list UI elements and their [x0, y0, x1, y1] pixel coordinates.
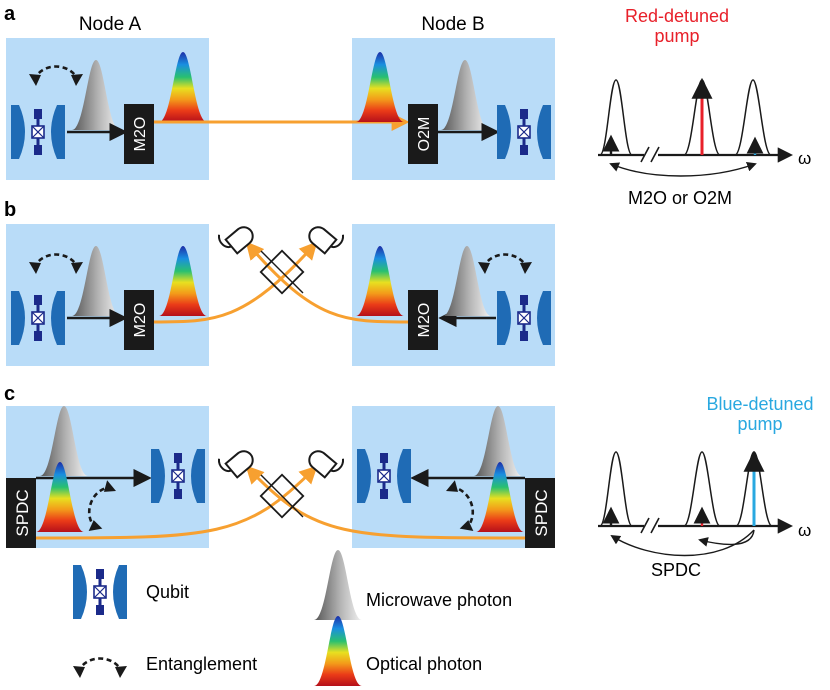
spdc-source-label: SPDC [532, 489, 551, 536]
node-b-label: Node B [421, 14, 484, 35]
spectrum-c-subtitle: pump [737, 414, 782, 434]
qubit-icon [9, 289, 67, 347]
photodetector-icon [304, 440, 347, 482]
omega-axis-label: ω [798, 149, 811, 168]
panel-letter-a: a [4, 3, 16, 25]
qubit-icon [495, 289, 553, 347]
converter-box [408, 290, 438, 350]
spdc-source-box [525, 478, 555, 548]
microwave-photon-icon [314, 550, 362, 620]
spectrum-c-title: Blue-detuned [706, 394, 813, 414]
spectrum-a [598, 77, 794, 177]
qubit-icon [495, 103, 553, 161]
legend-qubit-label: Qubit [146, 582, 189, 602]
converter-label: M2O [416, 303, 433, 338]
converter-box [124, 104, 154, 164]
beam-splitter-network [153, 241, 409, 324]
converter-label: M2O [132, 117, 149, 152]
spectrum-c [598, 450, 794, 557]
panel-letter-c: c [4, 383, 15, 405]
spdc-source-box [6, 478, 36, 548]
beam-splitter-network [35, 465, 526, 540]
spdc-source-label: SPDC [13, 489, 32, 536]
legend-optical-label: Optical photon [366, 654, 482, 674]
qubit-icon [71, 563, 129, 621]
legend-microwave-label: Microwave photon [366, 590, 512, 610]
photodetector-icon [304, 216, 347, 258]
spectrum-a-label: M2O or O2M [628, 188, 732, 208]
qubit-icon [149, 447, 207, 505]
converter-box [124, 290, 154, 350]
photodetector-icon [215, 216, 258, 258]
converter-label: M2O [132, 303, 149, 338]
converter-label: O2M [416, 117, 433, 152]
entanglement-arrow-icon [71, 657, 129, 680]
photodetector-icon [215, 440, 258, 482]
spectrum-c-label: SPDC [651, 560, 701, 580]
spectrum-a-title: Red-detuned [625, 6, 729, 26]
omega-axis-label: ω [798, 521, 811, 540]
optical-photon-icon [314, 616, 362, 686]
spectrum-a-subtitle: pump [654, 26, 699, 46]
converter-box [408, 104, 438, 164]
node-a-label: Node A [79, 14, 142, 35]
panel-letter-b: b [4, 199, 16, 221]
qubit-icon [355, 447, 413, 505]
legend-entanglement-label: Entanglement [146, 654, 257, 674]
qubit-icon [9, 103, 67, 161]
